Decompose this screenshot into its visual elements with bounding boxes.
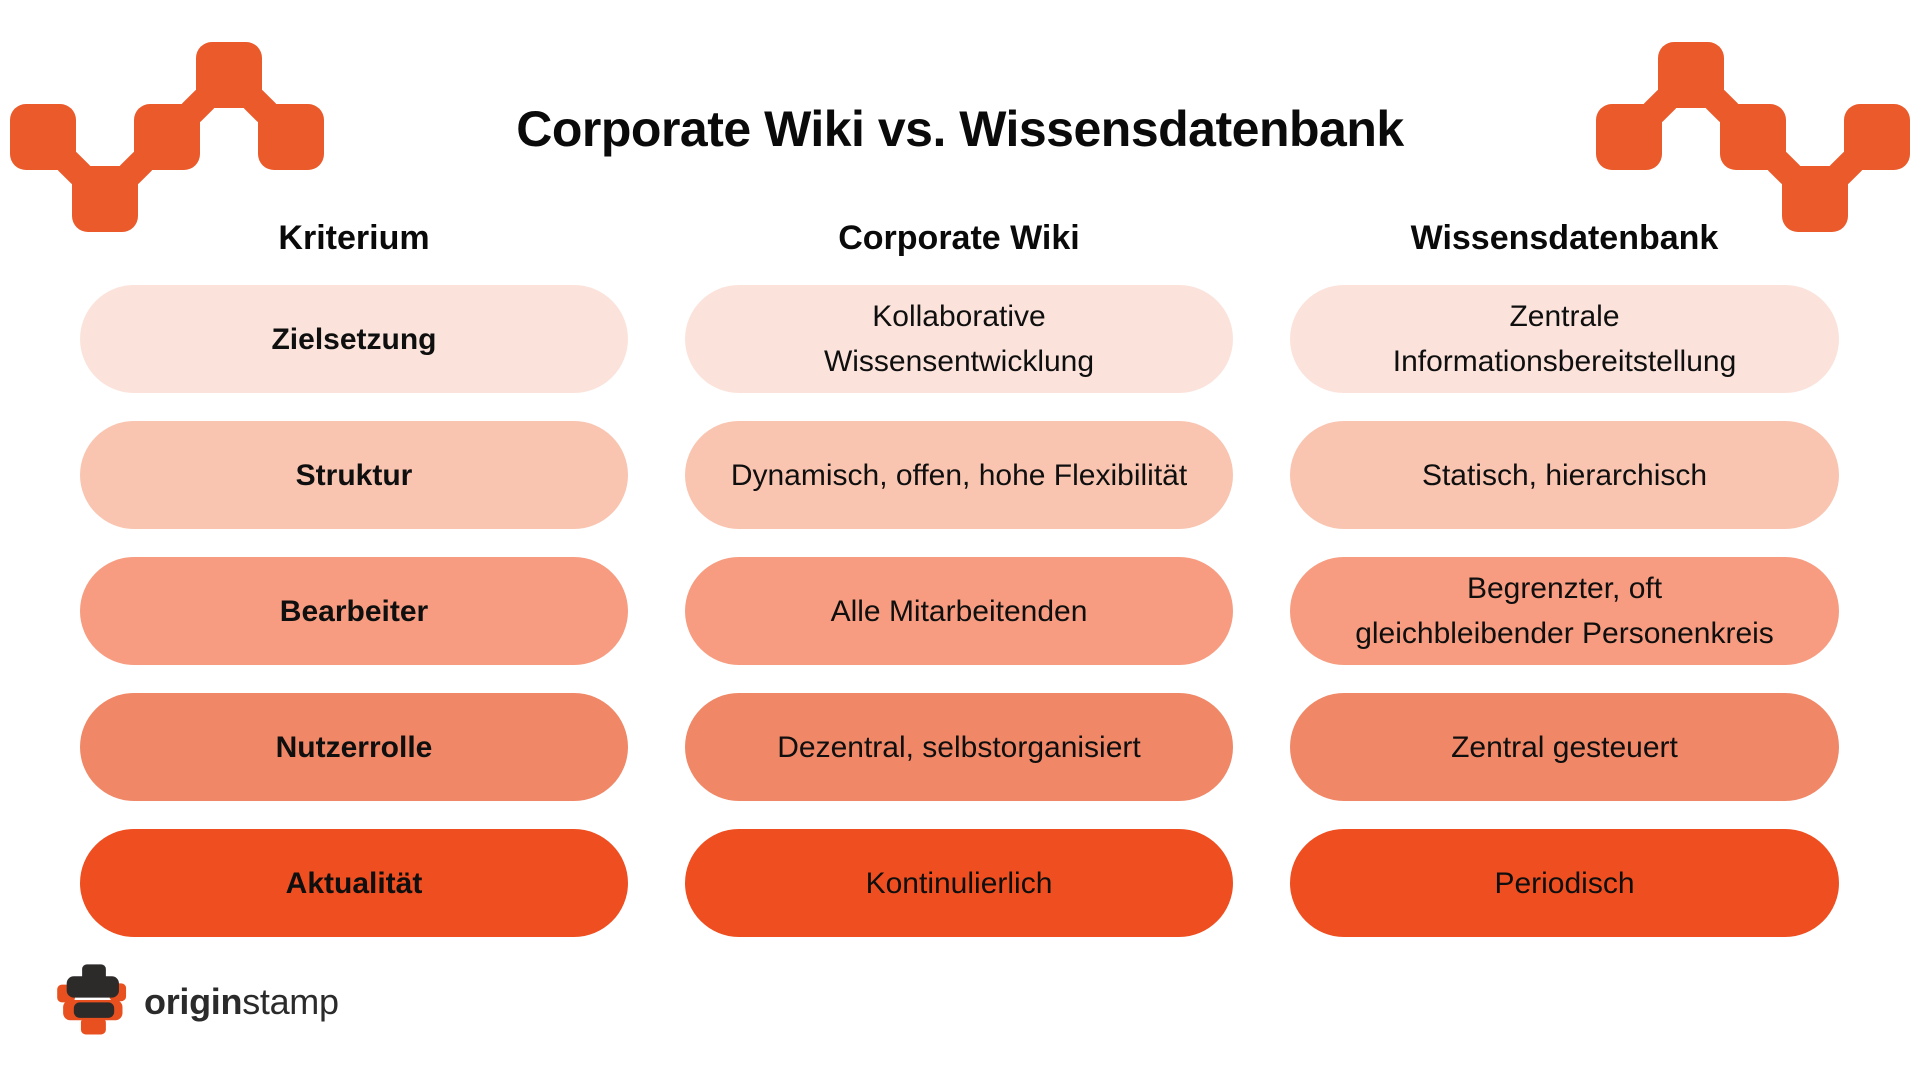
comparison-table: Kriterium Corporate Wiki Wissensdatenban…	[80, 218, 1841, 937]
pixel-chain-decoration-right-icon	[1596, 42, 1910, 232]
wordmark-stamp: stamp	[242, 981, 339, 1022]
wiki-cell-zielsetzung: Kollaborative Wissensentwicklung	[685, 285, 1233, 393]
kb-cell-bearbeiter: Begrenzter, oft gleichbleibender Persone…	[1290, 557, 1839, 665]
kb-cell-struktur: Statisch, hierarchisch	[1290, 421, 1839, 529]
criterion-cell-bearbeiter: Bearbeiter	[80, 557, 628, 665]
kb-cell-nutzerrolle: Zentral gesteuert	[1290, 693, 1839, 801]
criterion-cell-struktur: Struktur	[80, 421, 628, 529]
criterion-cell-aktualitaet: Aktualität	[80, 829, 628, 937]
column-header-corporate-wiki: Corporate Wiki	[838, 219, 1080, 257]
wordmark-origin: origin	[144, 981, 243, 1022]
originstamp-logo: originstamp	[56, 960, 339, 1040]
wiki-cell-nutzerrolle: Dezentral, selbstorganisiert	[685, 693, 1233, 801]
criterion-cell-nutzerrolle: Nutzerrolle	[80, 693, 628, 801]
criterion-cell-zielsetzung: Zielsetzung	[80, 285, 628, 393]
column-header-wissensdatenbank: Wissensdatenbank	[1410, 219, 1719, 257]
wiki-cell-struktur: Dynamisch, offen, hohe Flexibilität	[685, 421, 1233, 529]
page-title: Corporate Wiki vs. Wissensdatenbank	[516, 101, 1404, 157]
wiki-cell-bearbeiter: Alle Mitarbeitenden	[685, 557, 1233, 665]
column-header-kriterium: Kriterium	[278, 219, 430, 257]
pixel-chain-decoration-left-icon	[10, 42, 324, 232]
kb-cell-aktualitaet: Periodisch	[1290, 829, 1839, 937]
originstamp-mark-icon	[57, 964, 127, 1035]
originstamp-wordmark: originstamp	[144, 980, 339, 1020]
wiki-cell-aktualitaet: Kontinulierlich	[685, 829, 1233, 937]
kb-cell-zielsetzung: Zentrale Informationsbereitstellung	[1290, 285, 1839, 393]
